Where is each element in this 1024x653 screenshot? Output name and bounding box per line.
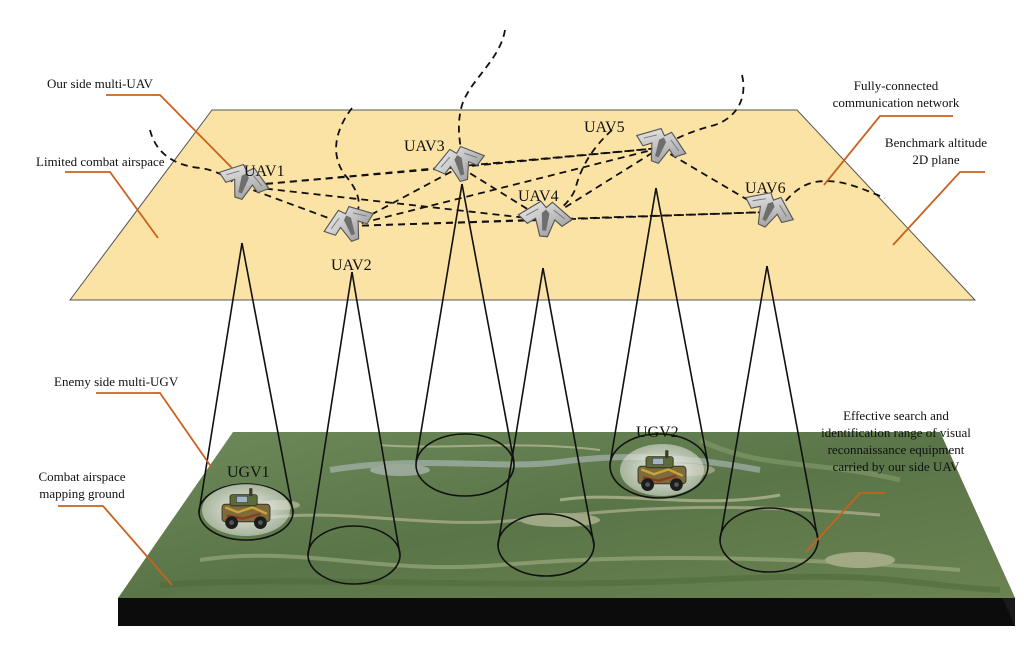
uav5-label: UAV5 [584,119,625,136]
trajectory-uav5 [663,74,745,147]
uav2-label: UAV2 [331,257,372,274]
annotation-benchmark-line1: Benchmark altitude [885,135,987,150]
annotation-search-range-line3: reconnaissance equipment [828,442,965,457]
uav-labels: UAV1 UAV2 UAV3 UAV4 UAV5 UAV6 [244,119,786,274]
leader-limited-airspace [65,171,159,239]
annotation-comm-network-line1: Fully-connected [854,78,939,93]
search-cone-uav4 [497,267,595,577]
ugv-labels: UGV1 UGV2 [227,424,679,481]
ugv-group [202,444,704,536]
search-cone-uav2 [307,271,401,585]
ugv2-label: UGV2 [636,424,679,441]
leader-enemy-side [96,392,213,469]
annotations: Our side multi-UAV Limited combat airspa… [36,76,987,501]
annotation-leader-lines [58,94,985,586]
annotation-our-side: Our side multi-UAV [47,76,154,91]
annotation-search-range-line2: identification range of visual [821,425,971,440]
annotation-search-range-line1: Effective search and [843,408,949,423]
search-cone-uav6 [719,265,819,573]
trajectory-uav3 [458,29,506,161]
trajectory-uav1 [149,129,237,185]
search-cones [198,183,819,585]
leader-comm-network [823,115,953,186]
ground-side-front [118,598,1015,626]
trajectory-uav6 [777,180,886,211]
uav3-label: UAV3 [404,138,445,155]
search-cone-uav5 [609,187,709,499]
leader-mapping-ground [58,505,173,586]
ugv1-label: UGV1 [227,464,270,481]
annotation-benchmark-line2: 2D plane [912,152,960,167]
uav6-label: UAV6 [745,180,786,197]
annotation-search-range-line4: carried by our side UAV [833,459,960,474]
annotation-mapping-ground-line2: mapping ground [39,486,125,501]
uav4-label: UAV4 [518,188,559,205]
annotation-enemy-side: Enemy side multi-UGV [54,374,179,389]
search-cone-uav3 [415,183,515,497]
leader-benchmark [892,171,985,246]
annotation-mapping-ground-line1: Combat airspace [39,469,126,484]
uav1-label: UAV1 [244,163,285,180]
leader-search-range [805,492,885,553]
annotation-comm-network-line2: communication network [833,95,960,110]
annotation-limited-airspace: Limited combat airspace [36,154,165,169]
leader-our-side [106,94,233,169]
